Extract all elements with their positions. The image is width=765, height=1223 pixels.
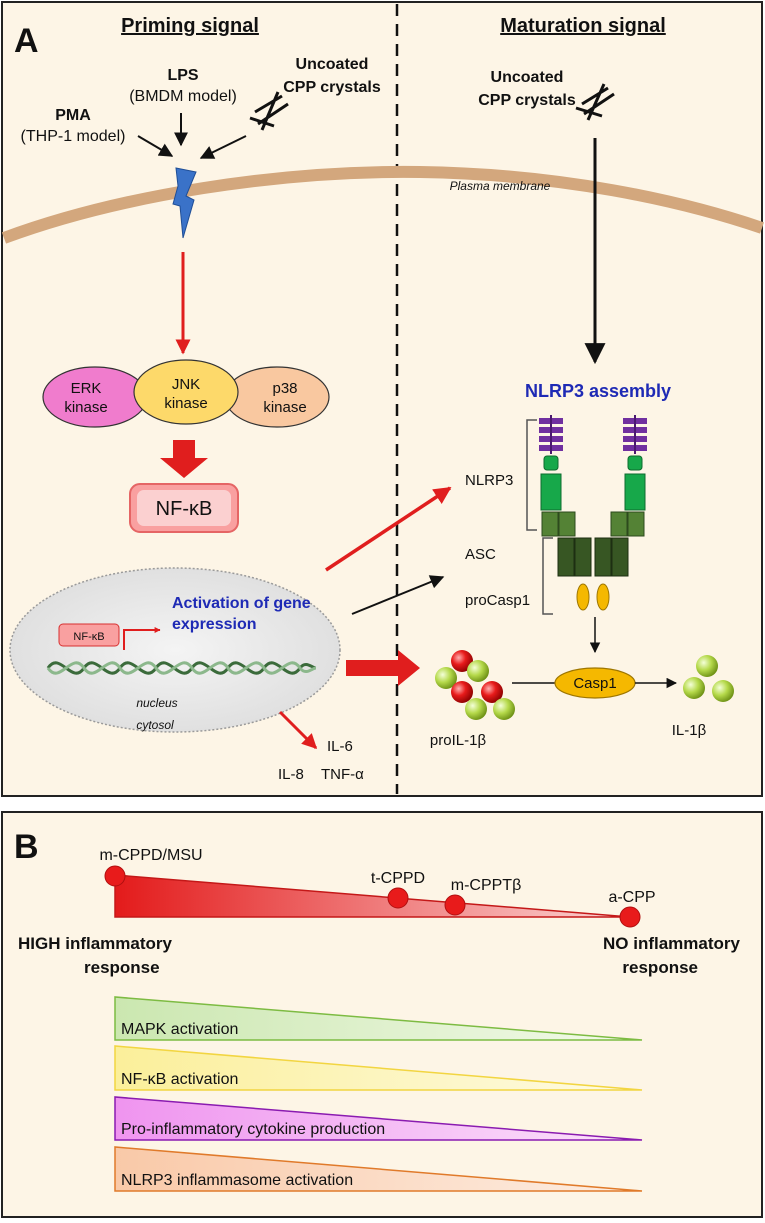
nucleus	[9, 567, 341, 733]
nlrp3-assembly-title: NLRP3 assembly	[525, 381, 671, 401]
crystal-label-mcpptb: m-CPPTβ	[451, 877, 522, 894]
dna-helix	[46, 661, 317, 675]
tnfa-label: TNF-α	[321, 766, 364, 783]
uncoated-crystals-left-2: CPP crystals	[283, 79, 381, 96]
nfkb-label: NF-κB	[156, 498, 213, 520]
high-response-2: response	[84, 958, 160, 977]
thick-arrow-to-nfkb	[160, 440, 208, 478]
no-response-2: response	[622, 958, 698, 977]
jnk-label-1: JNK	[172, 376, 200, 393]
crystal-dot-mcpptb	[444, 894, 466, 916]
p38-label-1: p38	[272, 380, 297, 397]
high-response-1: HIGH inflammatory	[18, 934, 173, 953]
no-response-1: NO inflammatory	[603, 934, 741, 953]
plasma-membrane-label: Plasma membrane	[450, 179, 551, 193]
erk-label-1: ERK	[71, 380, 102, 397]
arrow-to-nlrp3	[325, 486, 452, 572]
nlrp3-protein-right	[610, 415, 647, 537]
crystal-label-mcppd-msu: m-CPPD/MSU	[99, 847, 202, 864]
thick-arrow-to-proil1b	[346, 650, 420, 686]
nfkb-activation-wedge	[114, 1045, 643, 1091]
priming-signal-header: Priming signal	[121, 15, 259, 37]
nlrp3-activation-wedge	[114, 1146, 643, 1192]
transcription-arrow	[123, 627, 161, 650]
inflammatory-gradient-triangle	[114, 874, 631, 918]
pma-title: PMA	[55, 107, 91, 124]
proil1b-cluster	[435, 650, 515, 720]
crystal-icon-right	[575, 83, 615, 121]
il1b-label: IL-1β	[672, 722, 707, 739]
crystal-label-tcppd: t-CPPD	[371, 870, 425, 887]
nfkb-small-box	[58, 623, 120, 647]
mapk-activation-wedge	[114, 996, 643, 1041]
il6-label: IL-6	[327, 738, 353, 755]
nucleus-label: nucleus	[136, 696, 177, 710]
crystal-dot-tcppd	[387, 887, 409, 909]
maturation-signal-header: Maturation signal	[500, 15, 666, 37]
il1b-cluster	[683, 655, 734, 702]
nfkb-small-label: NF-κB	[73, 631, 104, 643]
jnk-label-2: kinase	[164, 395, 207, 412]
mapk-activation-label: MAPK activation	[121, 1021, 238, 1038]
il8-label: IL-8	[278, 766, 304, 783]
erk-label-2: kinase	[64, 399, 107, 416]
nlrp3-protein-left	[539, 415, 576, 537]
nfkb-activation-label: NF-κB activation	[121, 1071, 238, 1088]
nlrp3-bracket	[526, 419, 537, 531]
proil1b-label: proIL-1β	[430, 732, 487, 749]
plasma-membrane	[1, 165, 764, 244]
asc-bracket	[542, 537, 553, 615]
uncoated-crystals-left-1: Uncoated	[296, 56, 369, 73]
uncoated-crystals-right-2: CPP crystals	[478, 92, 576, 109]
nlrp3-label: NLRP3	[465, 472, 513, 489]
panel-a-letter: A	[14, 22, 39, 60]
p38-label-2: kinase	[263, 399, 306, 416]
uncoated-crystals-right-1: Uncoated	[491, 69, 564, 86]
activation-gene-expression-1: Activation of gene	[172, 595, 311, 612]
lps-title: LPS	[167, 67, 198, 84]
pma-model: (THP-1 model)	[21, 128, 126, 145]
arrow-to-cytokines	[278, 710, 318, 750]
jnk-kinase	[133, 359, 239, 425]
crystal-dot-mcppd-msu	[104, 865, 126, 887]
lps-model: (BMDM model)	[129, 88, 237, 105]
cytokine-production-wedge	[114, 1096, 643, 1141]
receptor-lightning-icon	[172, 167, 197, 239]
crystal-icon-left	[249, 91, 289, 131]
cytokine-production-label: Pro-inflammatory cytokine production	[121, 1121, 385, 1138]
panel-b-letter: B	[14, 828, 39, 866]
nlrp3-activation-label: NLRP3 inflammasome activation	[121, 1172, 353, 1189]
erk-kinase	[42, 366, 148, 428]
crystal-dot-acpp	[619, 906, 641, 928]
activation-gene-expression-2: expression	[172, 616, 256, 633]
arrow-to-asc	[351, 575, 445, 615]
asc-label: ASC	[465, 546, 496, 563]
crystal-label-acpp: a-CPP	[608, 889, 655, 906]
procasp1-label: proCasp1	[465, 592, 530, 609]
cytosol-label: cytosol	[136, 718, 174, 732]
arrow-crystal-left	[199, 135, 247, 159]
asc-procasp1-complex	[557, 537, 629, 611]
arrow-pma	[137, 135, 174, 157]
casp1-label: Casp1	[573, 675, 616, 692]
p38-kinase	[224, 366, 330, 428]
